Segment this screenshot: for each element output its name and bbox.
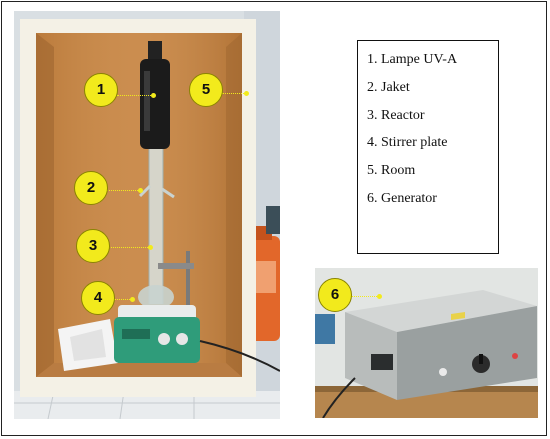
marker-5: 5 xyxy=(189,73,223,107)
legend-item-lamp: 1. Lampe UV-A xyxy=(367,52,458,67)
leader-line-4 xyxy=(114,299,132,300)
legend-item-generator: 6. Generator xyxy=(367,190,437,206)
legend-item-jacket: 2. Jaket xyxy=(367,79,410,95)
legend-item-reactor: 3. Reactor xyxy=(367,107,425,123)
legend-item-stirrer: 4. Stirrer plate xyxy=(367,135,448,151)
leader-line-2 xyxy=(106,190,140,191)
leader-dot-5 xyxy=(244,91,249,96)
leader-dot-6 xyxy=(377,294,382,299)
marker-3: 3 xyxy=(76,229,110,263)
leader-dot-1 xyxy=(151,93,156,98)
reactor-photo-drawing xyxy=(14,11,280,419)
leader-line-6 xyxy=(351,296,379,297)
leader-dot-2 xyxy=(138,188,143,193)
leader-line-5 xyxy=(222,93,246,94)
marker-4: 4 xyxy=(81,281,115,315)
reactor-photo xyxy=(14,11,280,419)
marker-6: 6 xyxy=(318,278,352,312)
generator-photo xyxy=(315,268,538,418)
legend-item-room: 5. Room xyxy=(367,163,416,179)
leader-dot-4 xyxy=(130,297,135,302)
leader-line-3 xyxy=(109,247,150,248)
leader-line-1 xyxy=(117,95,153,96)
legend-box: 1. Lampe UV-A 2. Jaket 3. Reactor 4. Sti… xyxy=(357,40,499,254)
leader-dot-3 xyxy=(148,245,153,250)
marker-1: 1 xyxy=(84,73,118,107)
marker-2: 2 xyxy=(74,171,108,205)
generator-photo-drawing xyxy=(315,268,538,418)
